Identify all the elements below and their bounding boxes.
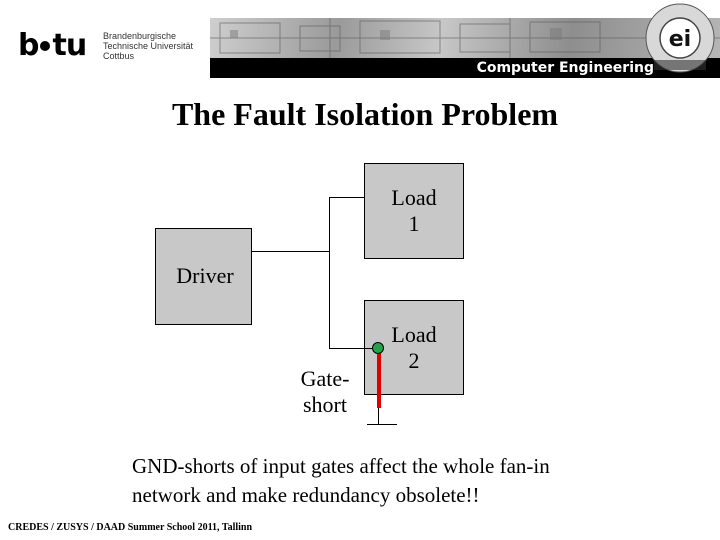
banner-bar	[210, 58, 720, 78]
gate-short-label-line-1: Gate-	[300, 366, 350, 391]
gate-short-line	[377, 350, 381, 408]
load-2-label-line-2: 2	[408, 348, 420, 373]
short-node-icon	[372, 342, 384, 354]
university-line-3: Cottbus	[103, 51, 135, 61]
caption-line-2: network and make redundancy obsolete!!	[132, 483, 480, 507]
university-line-1: Brandenburgische	[103, 31, 177, 41]
load-1-box	[364, 163, 464, 259]
fanout-vertical-wire	[329, 197, 330, 348]
driver-label: Driver	[176, 263, 234, 288]
svg-text:ei: ei	[669, 27, 691, 52]
driver-box	[155, 228, 252, 325]
load-1-input-wire	[329, 197, 364, 198]
load-1-label-line-2: 1	[408, 211, 420, 236]
chip-banner: Computer Engineering	[210, 18, 720, 78]
banner-label: Computer Engineering	[476, 60, 654, 76]
load-1-label: Load 1	[364, 185, 464, 237]
load-2-label-line-1: Load	[391, 322, 437, 347]
university-name: Brandenburgische Technische Universität …	[103, 31, 193, 61]
load-1-label-line-1: Load	[391, 185, 437, 210]
slide-footer: CREDES / ZUSYS / DAAD Summer School 2011…	[8, 522, 253, 533]
load-2-label: Load 2	[364, 322, 464, 374]
load-2-input-wire	[329, 348, 379, 349]
university-line-2: Technische Universität	[103, 41, 194, 51]
gate-short-label: Gate- short	[290, 366, 360, 418]
chip-pattern	[210, 18, 720, 58]
slide-caption: GND-shorts of input gates affect the who…	[132, 452, 550, 510]
ground-symbol	[367, 424, 397, 425]
slide-title: The Fault Isolation Problem	[171, 96, 559, 132]
computer-engineering-logo: ei	[645, 3, 715, 73]
driver-output-wire	[252, 251, 330, 252]
caption-line-1: GND-shorts of input gates affect the who…	[132, 454, 550, 478]
ground-lead	[378, 408, 379, 424]
gate-short-label-line-2: short	[303, 392, 347, 417]
